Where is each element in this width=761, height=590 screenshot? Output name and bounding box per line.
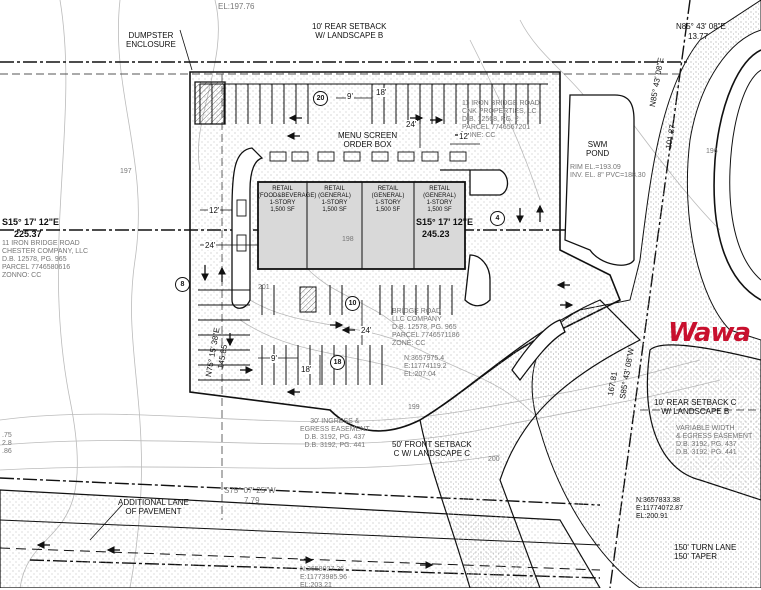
dim-24-top: 24': [405, 120, 418, 129]
west-dist: 225.37: [14, 229, 42, 239]
dim-18-bottom: 18': [300, 365, 313, 374]
marker-4: 4: [490, 211, 505, 226]
swm-pond-label: SWM POND: [586, 140, 610, 158]
wawa-parking-edge: [646, 344, 761, 501]
wawa-logo: Wawa: [668, 318, 751, 348]
queue-cars: [236, 151, 467, 252]
dim-18-top: 18': [375, 88, 388, 97]
contour-199: 199: [408, 404, 420, 411]
contour-197: 197: [120, 168, 132, 175]
north-bearing-top: N85° 43' 08"E: [676, 22, 726, 31]
contour-200: 200: [488, 456, 500, 463]
west-parcel: 11 IRON BRIDGE ROAD CHESTER COMPANY, LLC…: [2, 240, 89, 279]
islands: [194, 81, 635, 382]
marker-18: 18: [330, 355, 345, 370]
marker-20: 20: [313, 91, 328, 106]
rim-label: RIM EL.=193.09 INV. EL. 8" PVC=188.30: [570, 164, 646, 179]
dim-9-bottom: 9': [270, 354, 278, 363]
marker-8: 8: [175, 277, 190, 292]
dim-24-left: 24': [204, 241, 217, 250]
contour-201: 201: [258, 284, 270, 291]
south-parcel: BRIDGE ROAD LLC COMPANY D.B. 12578, PG. …: [392, 308, 460, 347]
dim-24-bottom: 24': [360, 326, 373, 335]
building-unit-3: RETAIL (GENERAL) 1-STORY 1,500 SF: [371, 186, 405, 213]
node-right: N:3657833.38 E:11774072.87 EL:200.91: [636, 497, 683, 520]
node-mid: N:3657975.4 E:11774119.2 EL:207.04: [404, 355, 447, 378]
dim-12-left: 12': [208, 206, 221, 215]
menu-screen-label: MENU SCREEN ORDER BOX: [338, 131, 398, 149]
retail-building: [257, 181, 466, 270]
left-fragment: .75 2.8 .86: [2, 432, 12, 455]
contour-198: 198: [342, 236, 354, 243]
parking-stripes-top: [199, 83, 548, 124]
north-dist-top: 13.77: [688, 32, 709, 41]
turn-lane: 150' TURN LANE 150' TAPER: [674, 543, 737, 561]
building-unit-4: RETAIL (GENERAL) 1-STORY 1,500 SF: [423, 186, 456, 213]
building-unit-1: RETAIL (FOOD&BEVERAGE) 1-STORY 1,500 SF: [258, 186, 317, 213]
node-bottom: N:3658027.26 E:11773985.96 EL:203.21: [300, 566, 347, 589]
dumpster-label: DUMPSTER ENCLOSURE: [126, 31, 176, 49]
additional-lane: ADDITIONAL LANE OF PAVEMENT: [118, 498, 189, 516]
bottom-dist: 7.79: [244, 496, 260, 505]
west-bearing: S15° 17' 12"E: [2, 217, 60, 227]
ingress-east: VARIABLE WIDTH & EGRESS EASEMENT D.B. 31…: [676, 425, 753, 456]
marker-10: 10: [345, 296, 360, 311]
mid-dist: 245.23: [422, 229, 450, 239]
dim-9-top: 9': [346, 92, 354, 101]
top-elevation: EL:197.76: [218, 2, 255, 11]
north-parcel: 11 IRON BRIDGE ROAD CNK PROPERTIES, LC D…: [462, 100, 540, 139]
traffic-arrows: [36, 114, 574, 569]
dimension-lines: [89, 29, 480, 541]
rear-setback-label: 10' REAR SETBACK W/ LANDSCAPE B: [312, 22, 387, 40]
building-unit-2: RETAIL (GENERAL) 1-STORY 1,500 SF: [318, 186, 351, 213]
mid-bearing: S15° 17' 12"E: [416, 217, 474, 227]
front-setback: 50' FRONT SETBACK C W/ LANDSCAPE C: [392, 440, 472, 458]
dim-12-top: 12': [458, 132, 471, 141]
access-drive: [419, 299, 642, 588]
wawa-inner-curb: [729, 69, 761, 281]
wawa-curb: [713, 49, 761, 301]
parking-stripes-bottom: [198, 285, 453, 385]
bottom-bearing: S75° 07' 25"W: [224, 486, 276, 495]
contour-196: 196: [706, 148, 718, 155]
ingress-30: 30' INGRESS & EGRESS EASEMENT D.B. 3192,…: [300, 418, 370, 449]
rear-setback-east: 10' REAR SETBACK C W/ LANDSCAPE B: [654, 398, 737, 416]
